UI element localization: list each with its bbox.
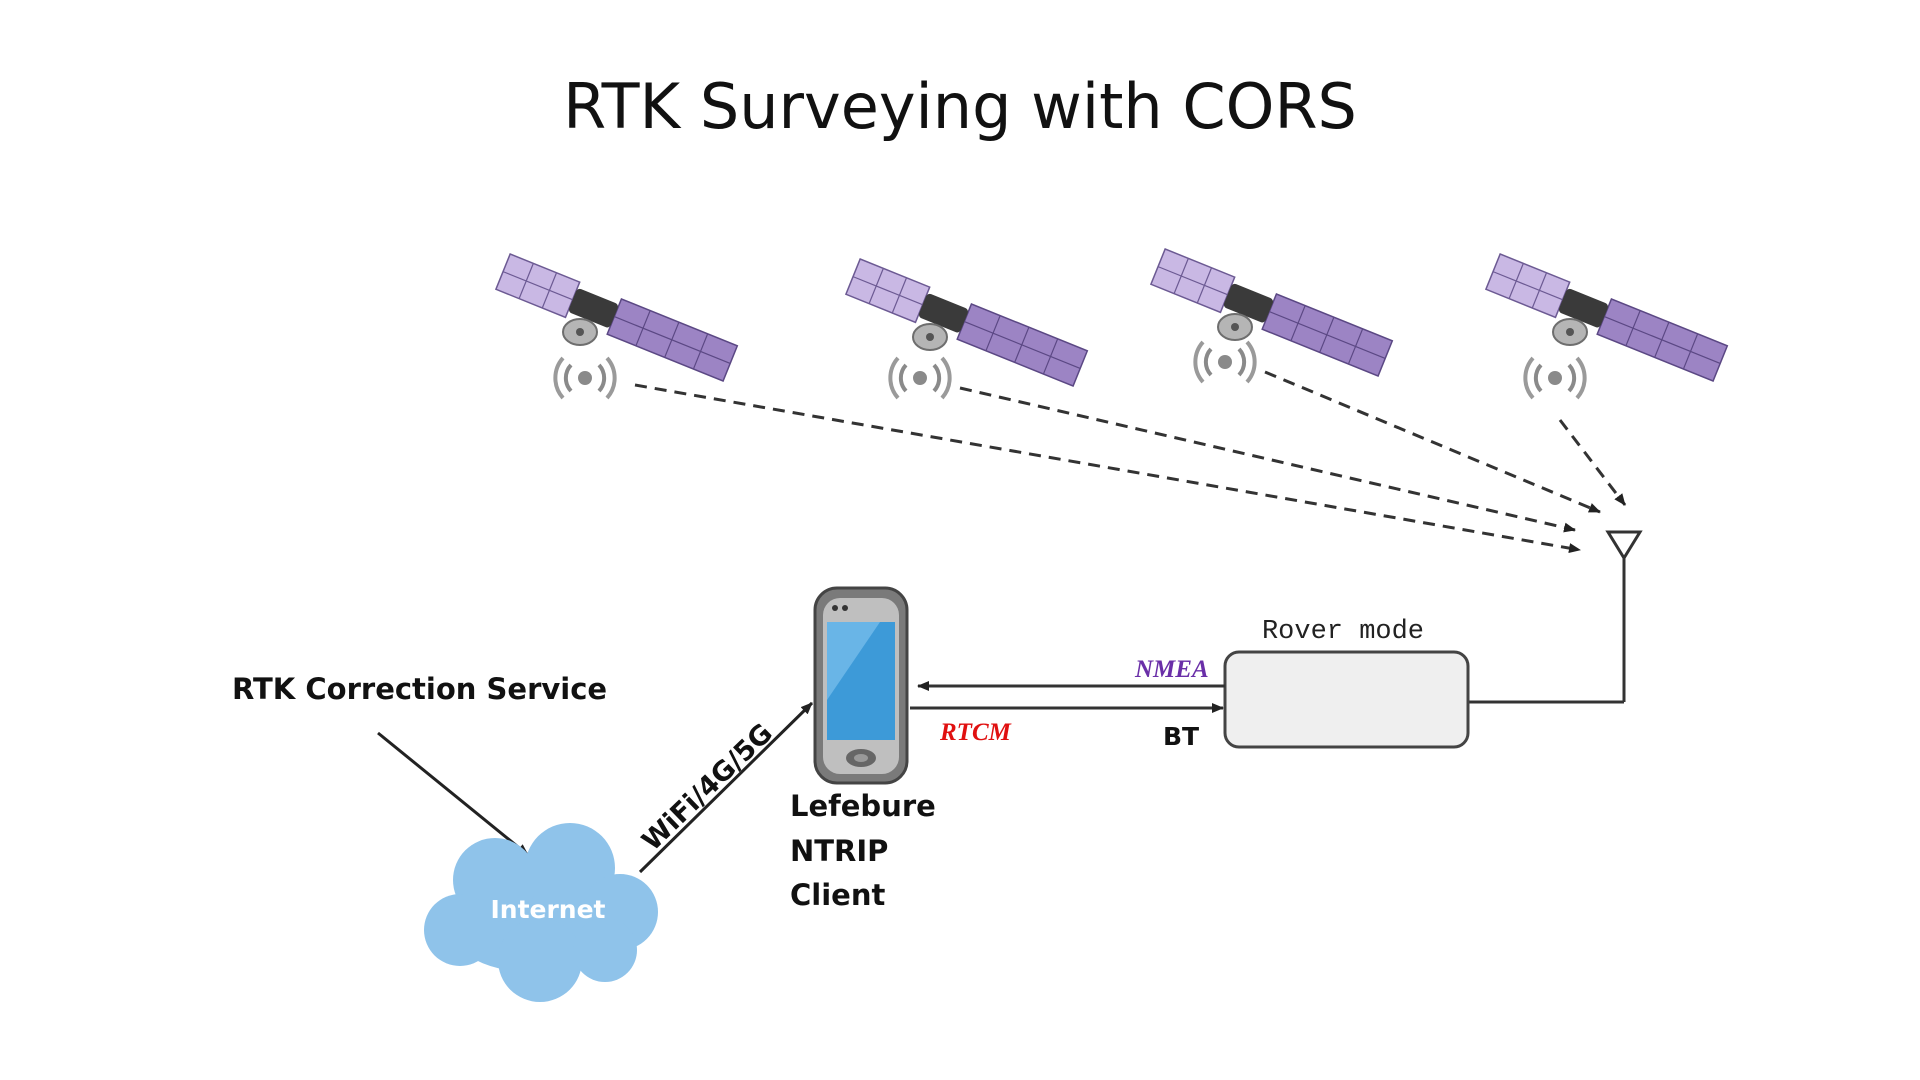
client-label-line2: NTRIP [790,834,888,868]
satellite-signal-line [1558,419,1627,506]
rover-receiver-box [1223,650,1470,749]
bt-label: BT [1163,722,1199,751]
rtcm-label: RTCM [939,719,1012,746]
slide-title: RTK Surveying with CORS [563,70,1357,143]
antenna-icon [1468,530,1643,704]
signal-icon [553,356,617,400]
cloud-icon [424,823,658,1002]
nmea-label: NMEA [1134,656,1209,683]
satellite-icon [494,253,739,383]
client-label-line3: Client [790,878,885,912]
internet-label: Internet [490,895,605,924]
signal-icon [888,356,952,400]
correction-service-label: RTK Correction Service [232,672,607,706]
satellite-signal-line [634,383,1581,554]
internet-to-phone-arrow [638,701,814,874]
phone-icon [813,586,909,785]
satellite-signal-line [959,386,1576,533]
satellite-icon [844,258,1089,388]
correction-to-internet-arrow [377,731,529,857]
signal-icon [1193,340,1257,384]
client-label-line1: Lefebure [790,789,936,823]
satellite-icon [1484,253,1729,383]
link-label: WiFi/4G/5G [636,718,779,857]
signal-icon [1523,356,1587,400]
satellite-signal-line [1264,370,1601,514]
satellite-icon [1149,248,1394,378]
rover-mode-label: Rover mode [1262,617,1424,647]
